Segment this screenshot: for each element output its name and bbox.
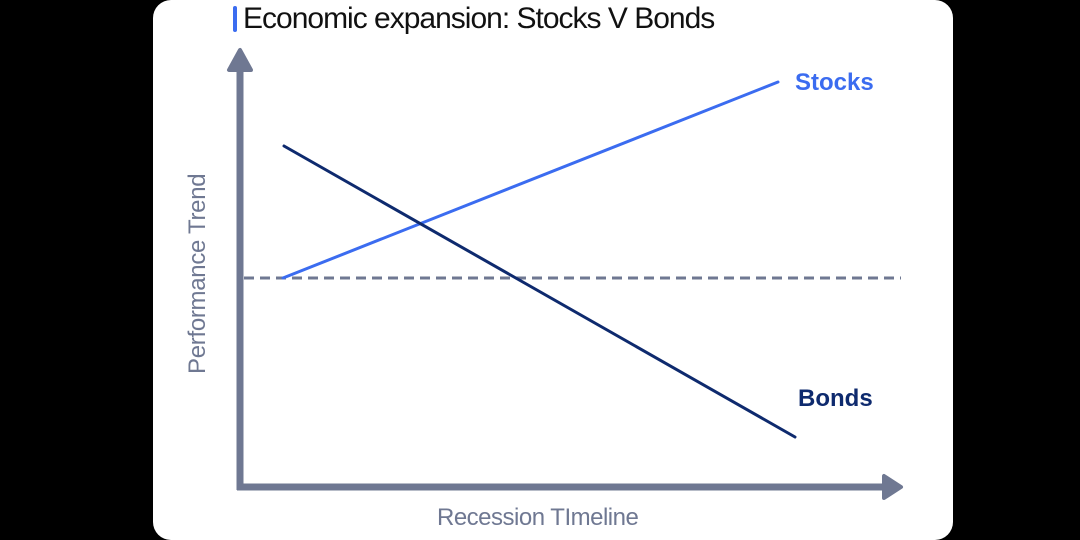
chart-title: Economic expansion: Stocks V Bonds [243, 2, 715, 35]
y-axis-label: Performance Trend [184, 173, 211, 374]
x-axis-label: Recession TImeline [437, 504, 639, 531]
chart-card [153, 0, 953, 540]
chart-title-group: Economic expansion: Stocks V Bonds [233, 2, 715, 36]
x-axis-arrow-icon [882, 474, 903, 500]
title-accent-bar [233, 6, 237, 32]
y-axis-arrow-icon [227, 48, 253, 72]
stocks-series-label: Stocks [795, 69, 874, 96]
bonds-line [282, 144, 797, 439]
bonds-series-label: Bonds [798, 385, 873, 412]
stocks-line [281, 80, 780, 280]
